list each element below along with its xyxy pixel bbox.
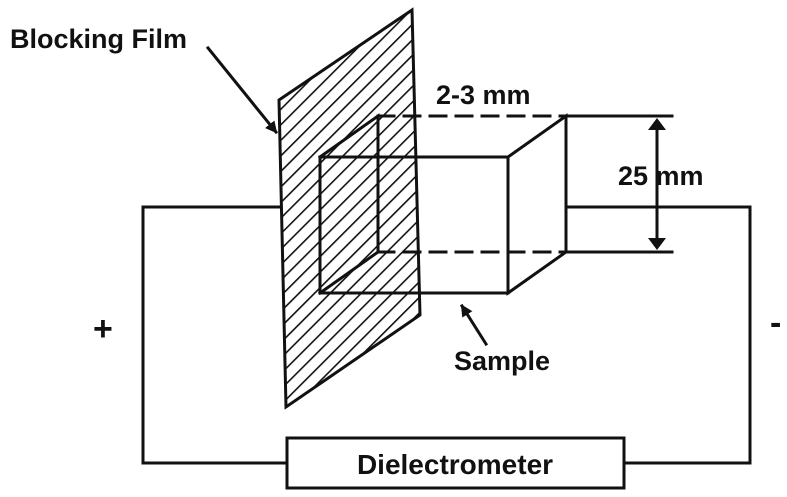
thickness-label: 2-3 mm (436, 80, 531, 110)
positive-terminal: + (93, 310, 113, 348)
dielectrometer-label: Dielectrometer (357, 449, 553, 480)
blocking-film-arrow (205, 45, 279, 135)
height-dimension (564, 114, 674, 254)
negative-terminal: - (770, 304, 781, 342)
blocking-film (277, 7, 422, 410)
circuit-wiring (141, 205, 752, 465)
sample-right-face (506, 113, 568, 296)
sample-label: Sample (454, 346, 550, 376)
dielectrometer-box (285, 436, 626, 490)
sample-arrow (459, 303, 489, 347)
blocking-film-label: Blocking Film (10, 24, 187, 54)
height-label: 25 mm (618, 161, 704, 191)
